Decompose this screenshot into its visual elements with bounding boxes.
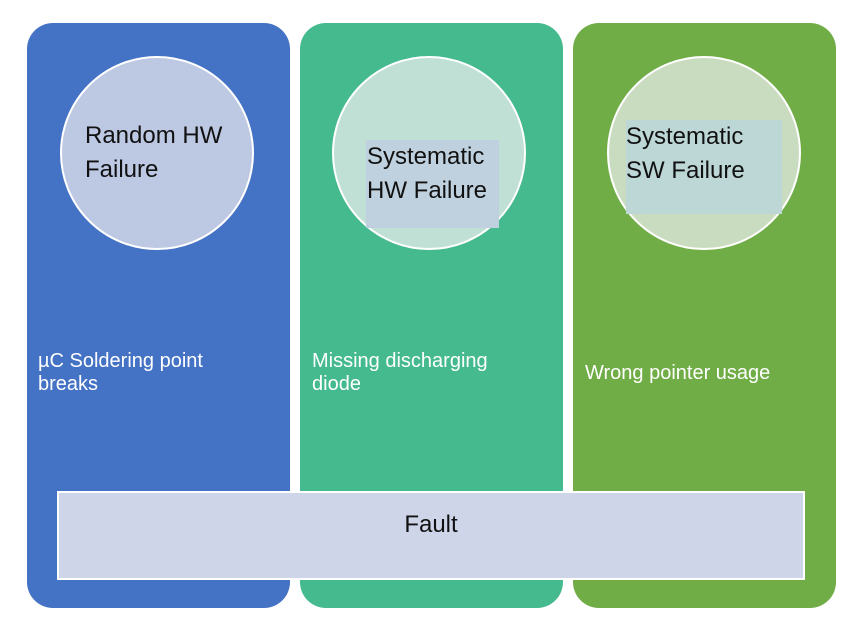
example-line: diode bbox=[312, 373, 361, 395]
example-line: breaks bbox=[38, 373, 99, 395]
example-line: µC Soldering point bbox=[38, 350, 203, 372]
systematic-sw-failure-title: Systematic SW Failure bbox=[626, 120, 782, 214]
title-line: HW Failure bbox=[367, 177, 488, 204]
title-line: Systematic bbox=[626, 123, 744, 150]
fault-label: Fault bbox=[404, 511, 458, 538]
example-line: Missing discharging bbox=[312, 350, 488, 372]
title-line: SW Failure bbox=[626, 157, 745, 184]
title-line: Random HW bbox=[85, 122, 223, 149]
title-line: Systematic bbox=[367, 143, 485, 170]
example-line: Wrong pointer usage bbox=[585, 362, 771, 384]
systematic-hw-failure-title: Systematic HW Failure bbox=[366, 140, 499, 228]
systematic-hw-failure-example: Missing discharging diode bbox=[312, 350, 488, 396]
title-line: Failure bbox=[85, 156, 159, 183]
systematic-hw-failure-circle: Systematic HW Failure bbox=[332, 56, 526, 250]
random-hw-failure-example: µC Soldering point breaks bbox=[38, 350, 203, 396]
random-hw-failure-title: Random HW Failure bbox=[85, 119, 222, 187]
random-hw-failure-circle: Random HW Failure bbox=[60, 56, 254, 250]
systematic-sw-failure-example: Wrong pointer usage bbox=[585, 362, 770, 385]
fault-base-box: Fault bbox=[57, 491, 805, 580]
systematic-sw-failure-circle: Systematic SW Failure bbox=[607, 56, 801, 250]
